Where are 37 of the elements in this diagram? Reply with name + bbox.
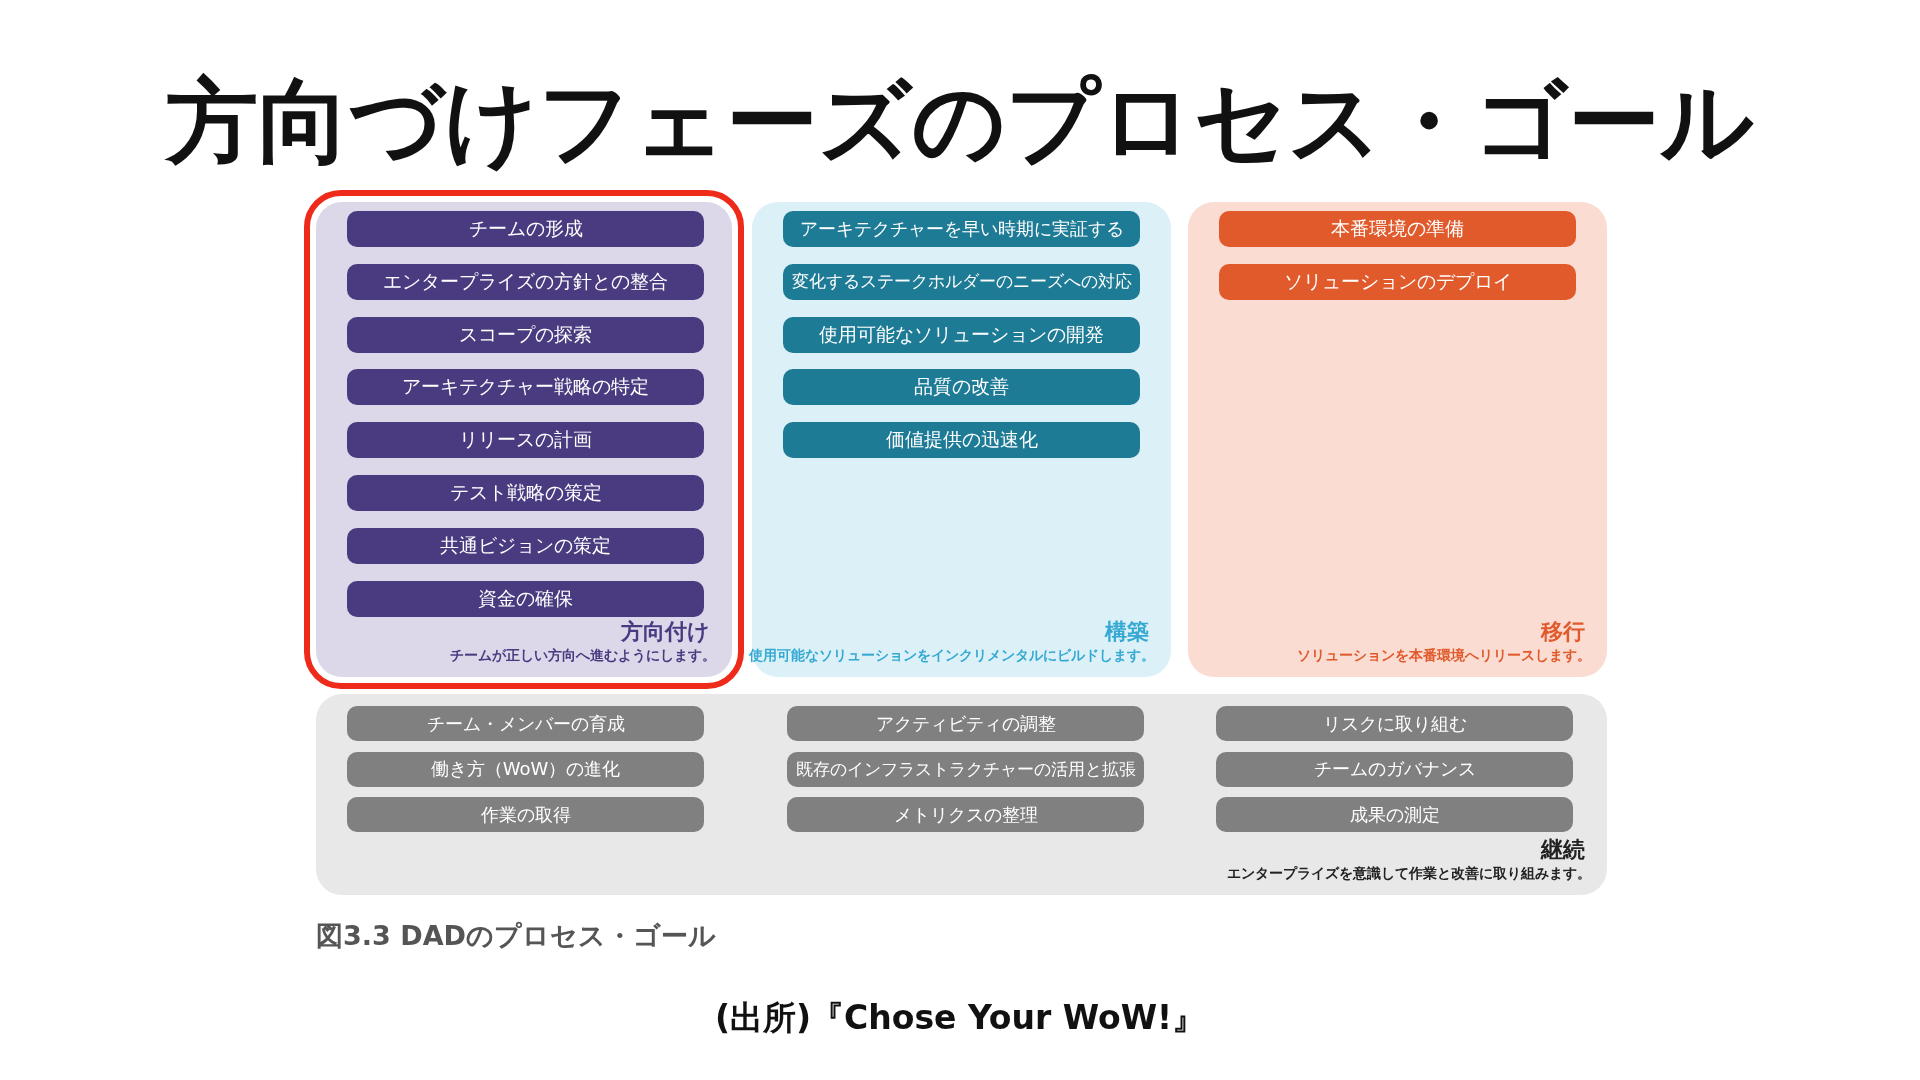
goal-pill: メトリクスの整理 — [787, 797, 1144, 832]
phase-description: エンタープライズを意識して作業と改善に取り組みます。 — [1227, 865, 1591, 883]
goal-pill: テスト戦略の策定 — [347, 475, 704, 511]
figure-caption: 図3.3 DADのプロセス・ゴール — [316, 919, 716, 953]
phase-title: 方向付け — [621, 618, 710, 646]
goal-pill: 既存のインフラストラクチャーの活用と拡張 — [787, 751, 1144, 787]
phase-description: チームが正しい方向へ進むようにします。 — [450, 647, 716, 665]
goal-pill: アーキテクチャー戦略の特定 — [347, 369, 704, 406]
goal-pill: 資金の確保 — [347, 580, 704, 617]
goal-pill: チームの形成 — [347, 211, 704, 247]
phase-panel — [1188, 202, 1607, 677]
goal-pill: 作業の取得 — [347, 797, 704, 832]
goal-pill: ソリューションのデプロイ — [1219, 263, 1576, 300]
phase-title: 移行 — [1541, 618, 1585, 646]
goal-pill: チーム・メンバーの育成 — [347, 706, 704, 741]
phase-title: 構築 — [1105, 618, 1149, 646]
phase-title: 継続 — [1541, 836, 1585, 864]
goal-pill: 働き方（WoW）の進化 — [347, 751, 704, 787]
goal-pill: アクティビティの調整 — [787, 706, 1144, 741]
title: 方向づけフェーズのプロセス・ゴール — [163, 67, 1755, 177]
goal-pill: 品質の改善 — [783, 369, 1140, 406]
goal-pill: リスクに取り組む — [1216, 706, 1573, 741]
goal-pill: リリースの計画 — [347, 422, 704, 459]
goal-pill: エンタープライズの方針との整合 — [347, 263, 704, 300]
goal-pill: 使用可能なソリューションの開発 — [783, 316, 1140, 353]
goal-pill: アーキテクチャーを早い時期に実証する — [783, 211, 1140, 247]
goal-pill: 変化するステークホルダーのニーズへの対応 — [783, 263, 1140, 300]
goal-pill: チームのガバナンス — [1216, 751, 1573, 787]
phase-description: 使用可能なソリューションをインクリメンタルにビルドします。 — [749, 647, 1155, 665]
goal-pill: 成果の測定 — [1216, 797, 1573, 832]
phase-panel — [316, 694, 1607, 895]
goal-pill: 本番環境の準備 — [1219, 211, 1576, 247]
phase-description: ソリューションを本番環境へリリースします。 — [1297, 647, 1591, 665]
source-note: (出所)『Chose Your WoW!』 — [713, 997, 1207, 1039]
goal-pill: スコープの探索 — [347, 316, 704, 353]
goal-pill: 共通ビジョンの策定 — [347, 527, 704, 564]
goal-pill: 価値提供の迅速化 — [783, 422, 1140, 459]
